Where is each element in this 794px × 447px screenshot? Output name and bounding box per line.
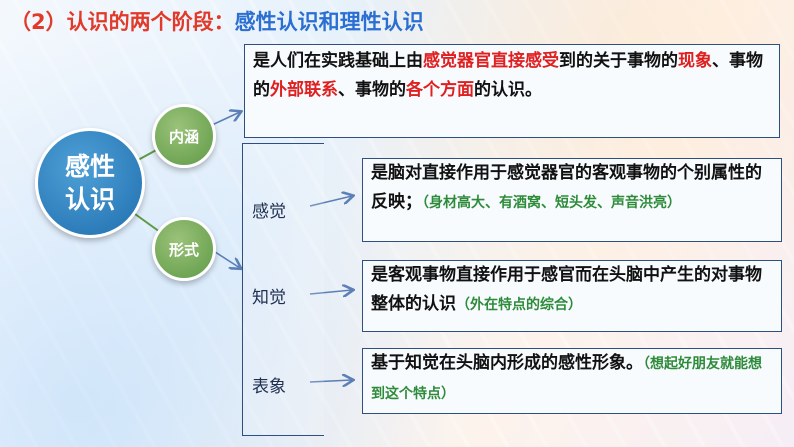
biaoxiang-box: 基于知觉在头脑内形成的感性形象。（想起好朋友就能想到这个特点） [362, 348, 782, 414]
arrow-biaoxiang [309, 380, 352, 382]
forms-bracket [242, 143, 324, 436]
definition-text-3: 、事物的 [253, 51, 763, 100]
ganjue-example: （身材高大、有酒窝、短头发、声音洪亮） [422, 195, 681, 211]
definition-key-1: 感觉器官直接感受 [423, 51, 559, 71]
center-line2: 认识 [64, 185, 115, 214]
ganjue-box: 是脑对直接作用于感觉器官的客观事物的个别属性的反映；（身材高大、有酒窝、短头发、… [362, 158, 782, 242]
biaoxiang-label: 表象 [252, 377, 286, 397]
ganjue-label: 感觉 [252, 202, 286, 222]
definition-box: 是人们在实践基础上由感觉器官直接感受到的关于事物的现象、事物的外部联系、事物的各… [244, 44, 780, 138]
ganjue-text: 是脑对直接作用于感觉器官的客观事物的个别属性的反映； [371, 163, 762, 212]
arrow-neihan [211, 112, 240, 126]
arrow-zhijue [309, 290, 352, 294]
zhijue-example: （外在特点的综合） [456, 297, 582, 313]
page-title: （2）认识的两个阶段：感性认识和理性认识 [10, 6, 424, 36]
xingshi-circle: 形式 [152, 217, 216, 281]
title-part1: 认识的两个阶段： [66, 10, 235, 34]
biaoxiang-example: （想起好朋友就能想到这个特点） [371, 356, 762, 402]
definition-key-4: 各个方面 [406, 80, 474, 100]
center-line1: 感性 [64, 152, 115, 181]
zhijue-label: 知觉 [252, 288, 286, 308]
neihan-label: 内涵 [168, 127, 199, 146]
title-part2: 感性认识和理性认识 [234, 10, 424, 34]
title-number: （2） [10, 10, 67, 34]
zhijue-text: 是客观事物直接作用于感官而在头脑中产生的对事物整体的认识 [371, 265, 762, 314]
definition-text-1: 是人们在实践基础上由 [253, 51, 423, 71]
definition-text-2: 到的关于事物的 [559, 51, 678, 71]
arrow-ganjue [309, 196, 352, 207]
biaoxiang-text: 基于知觉在头脑内形成的感性形象。 [371, 353, 643, 373]
xingshi-label: 形式 [168, 240, 199, 259]
definition-key-3: 外部联系 [270, 80, 338, 100]
neihan-circle: 内涵 [152, 104, 216, 168]
zhijue-box: 是客观事物直接作用于感官而在头脑中产生的对事物整体的认识（外在特点的综合） [362, 260, 782, 332]
definition-key-2: 现象 [678, 51, 712, 71]
definition-text-4: 、事物的 [338, 80, 406, 100]
center-circle: 感性认识 [35, 128, 145, 238]
definition-text-5: 的认识。 [474, 80, 542, 100]
arrow-xingshi [211, 249, 240, 268]
